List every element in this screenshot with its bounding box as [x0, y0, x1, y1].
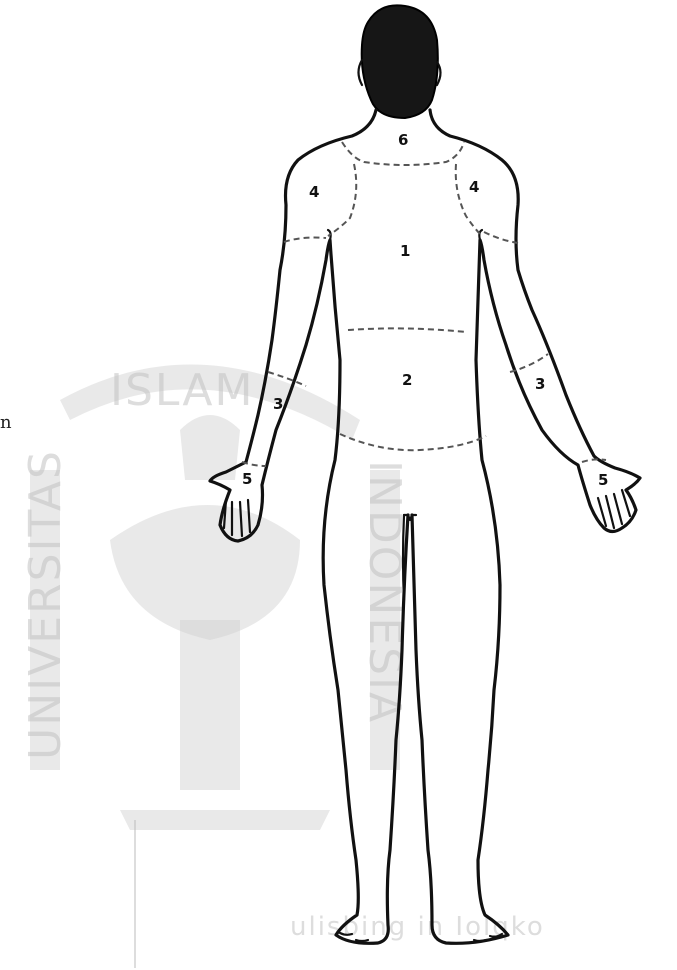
margin-text: n: [0, 412, 12, 433]
watermark-text-universitas: UNIVERSITAS: [20, 449, 71, 760]
human-figure: [210, 5, 640, 943]
watermark-footer-text: ulisbing in Iolqko: [290, 912, 545, 942]
zone-label-upper-back: 1: [400, 242, 410, 260]
zone-label-forearm-left: 3: [273, 395, 283, 413]
zone-label-shoulder-left: 4: [309, 183, 319, 201]
zone-label-hand-left: 5: [242, 470, 252, 488]
zone-label-forearm-right: 3: [535, 375, 545, 393]
zone-label-hand-right: 5: [598, 471, 608, 489]
zone-label-lower-back: 2: [402, 371, 412, 389]
head-hair: [362, 5, 438, 118]
watermark-text-indonesia: INDONESIA: [359, 460, 410, 724]
zone-label-neck: 6: [398, 131, 408, 149]
zone-label-shoulder-right: 4: [469, 178, 479, 196]
zone-boundaries: [242, 142, 606, 466]
watermark-text-islam: ISLAM: [110, 365, 255, 416]
